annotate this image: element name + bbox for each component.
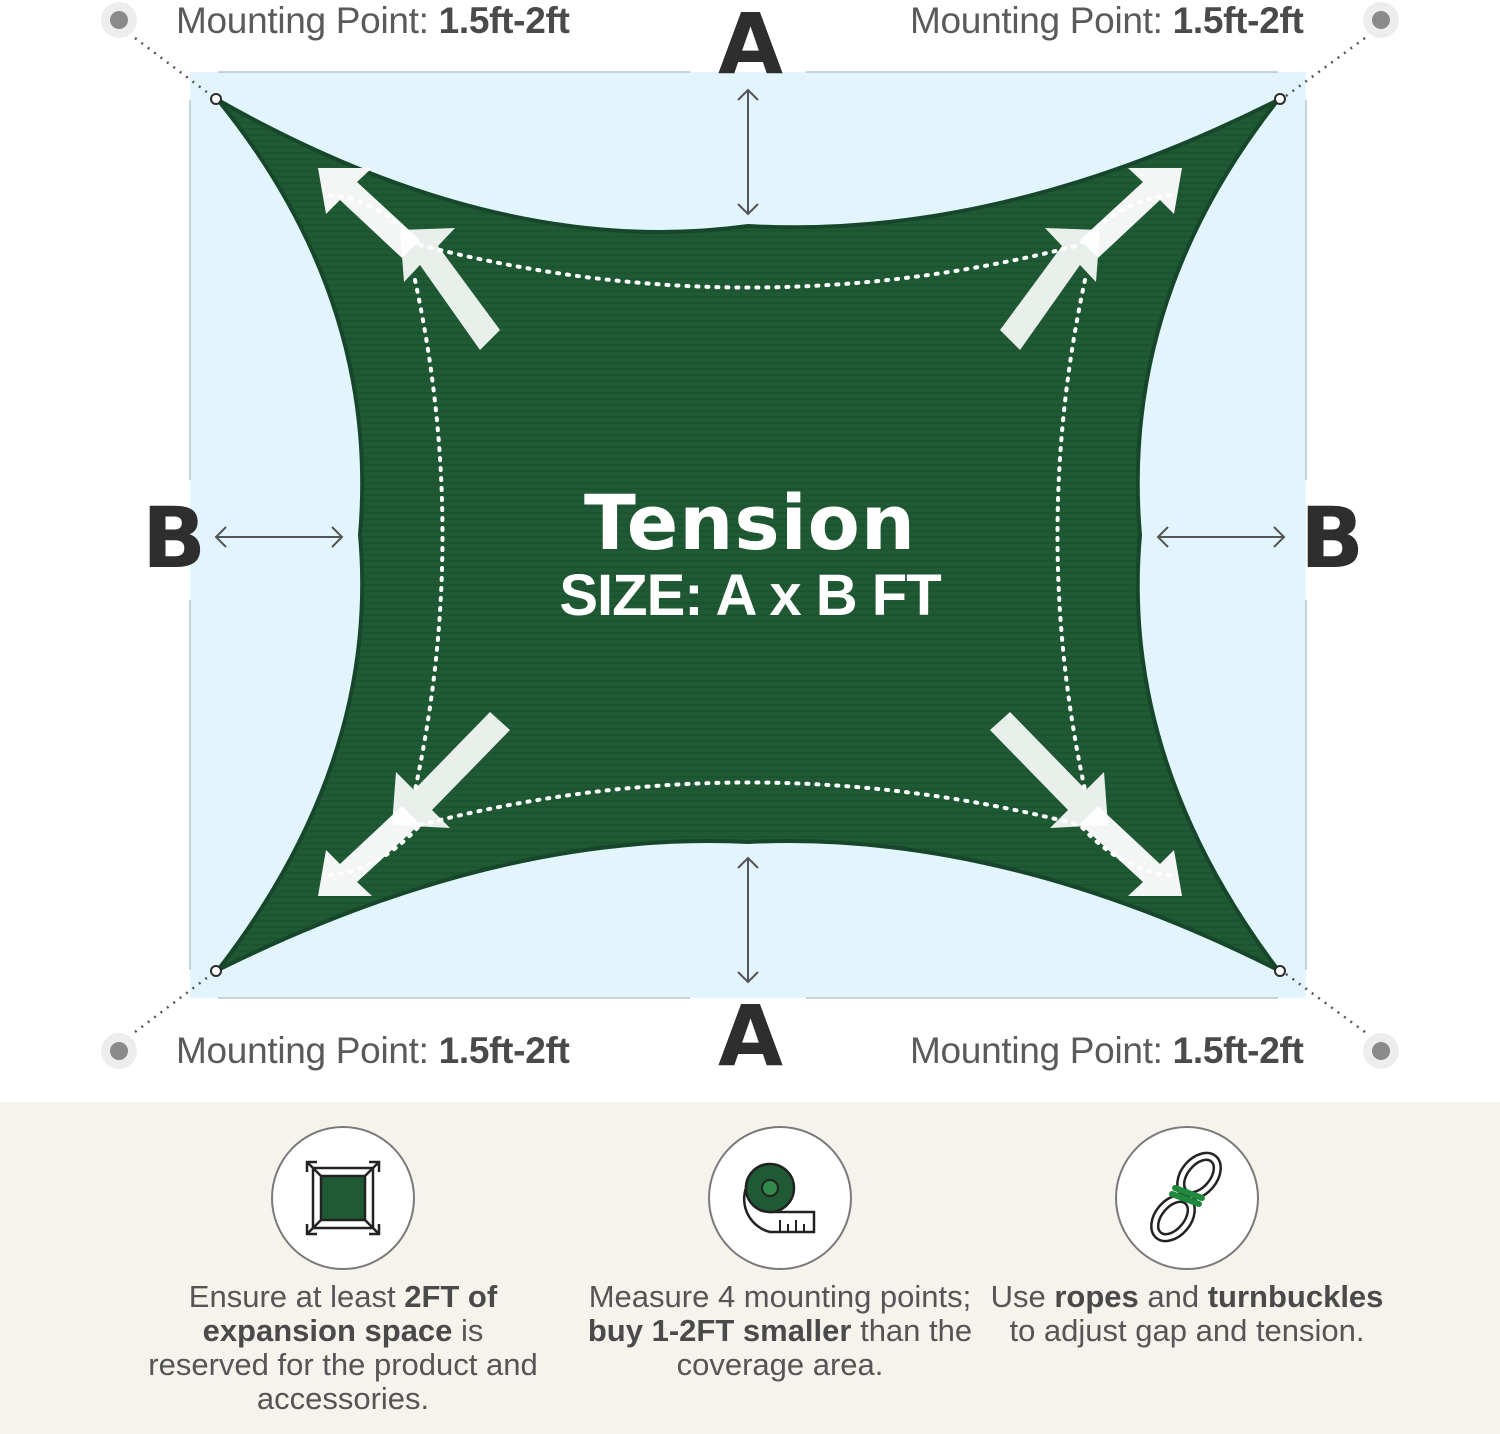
dimension-b-right: B — [1300, 489, 1365, 587]
dimension-a-top: A — [718, 0, 784, 93]
mounting-label-bottom-right: Mounting Point: 1.5ft-2ft — [910, 1030, 1304, 1071]
arrow-bottom-left-inner — [392, 712, 510, 828]
coverage-border — [189, 71, 1307, 999]
arrow-top-right-outer — [1080, 168, 1182, 258]
arrow-bottom-right-outer — [1080, 806, 1182, 896]
expansion-icon — [305, 1160, 381, 1236]
diagram-subtitle: SIZE: A x B FT — [559, 563, 941, 628]
arrow-bottom-right-inner — [990, 712, 1108, 828]
tip-ropes-text: Use ropes and turnbuckles to adjust gap … — [990, 1279, 1384, 1348]
shade-sail-diagram — [101, 2, 1399, 1069]
mounting-label-top-right: Mounting Point: 1.5ft-2ft — [910, 0, 1304, 41]
tip-expansion-text: Ensure at least 2FT of expansion space i… — [148, 1279, 538, 1416]
arrow-top-right-inner — [1000, 228, 1100, 350]
arrow-top-left-outer — [318, 168, 420, 258]
tip-icon-circle — [708, 1126, 852, 1270]
tip-ropes: Use ropes and turnbuckles to adjust gap … — [987, 1102, 1387, 1348]
arrow-top-left-inner — [400, 228, 500, 350]
tip-measure-text: Measure 4 mounting points; buy 1-2FT sma… — [587, 1279, 973, 1382]
tip-expansion: Ensure at least 2FT of expansion space i… — [143, 1102, 543, 1416]
corner-rings — [210, 93, 1286, 977]
dimension-b-left: B — [142, 489, 207, 587]
arrow-bottom-left-outer — [318, 806, 420, 896]
tips-panel: Ensure at least 2FT of expansion space i… — [0, 1102, 1500, 1434]
mounting-points — [101, 2, 1399, 1069]
dimension-a-bottom: A — [718, 987, 784, 1085]
dimension-arrows — [214, 88, 1286, 984]
diagram-title: Tension — [583, 478, 916, 567]
tip-measure: Measure 4 mounting points; buy 1-2FT sma… — [580, 1102, 980, 1382]
mounting-label-top-left: Mounting Point: 1.5ft-2ft — [176, 0, 570, 41]
rope-icon — [1150, 1151, 1222, 1243]
tip-icon-circle — [1115, 1126, 1259, 1270]
mounting-leaders — [134, 36, 1366, 1034]
tip-icon-circle — [271, 1126, 415, 1270]
mounting-label-bottom-left: Mounting Point: 1.5ft-2ft — [176, 1030, 570, 1071]
tape-measure-icon — [742, 1162, 816, 1234]
tension-arrows — [318, 168, 1182, 896]
